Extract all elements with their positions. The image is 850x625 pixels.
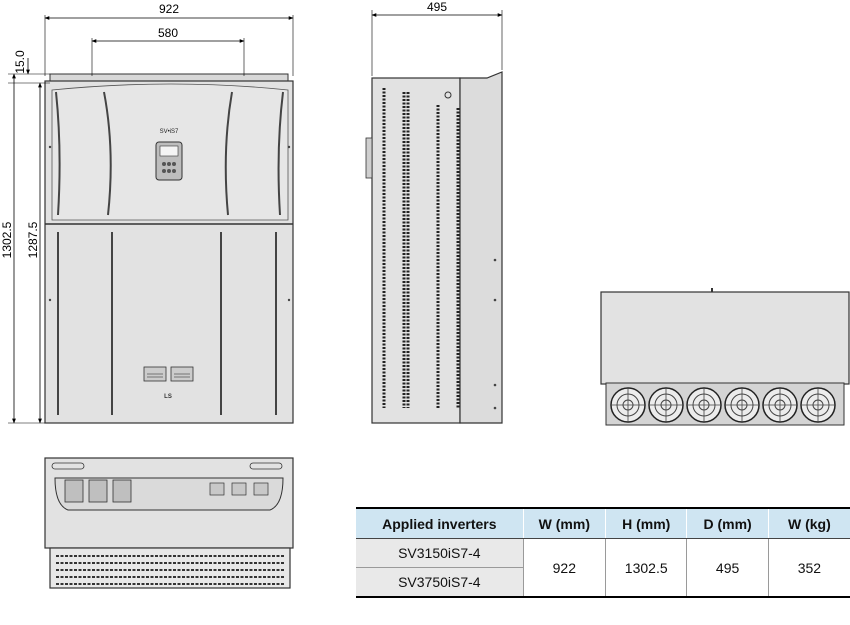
cooling-fan: [686, 387, 722, 423]
side-view-rear-section: [459, 71, 503, 424]
keypad-button: [162, 162, 166, 166]
keypad-display: [159, 145, 179, 157]
header-applied-inverters: Applied inverters: [356, 507, 524, 539]
bottom-vent-grille: [49, 547, 291, 589]
model-cell: SV3150iS7-4: [356, 538, 524, 568]
terminal-area: [54, 477, 284, 511]
keypad-button: [167, 162, 171, 166]
front-model-label: SV•iS7: [160, 129, 179, 135]
side-view-body: [371, 77, 461, 424]
cooling-fan: [648, 387, 684, 423]
depth-label: 495: [427, 0, 447, 14]
side-view: [365, 71, 503, 424]
mount-height-label: 1287.5: [26, 221, 40, 258]
front-rib: [277, 91, 284, 216]
table-header-row: Applied inverters W (mm) H (mm) D (mm) W…: [356, 507, 850, 539]
applied-inverters-table: Applied inverters W (mm) H (mm) D (mm) W…: [356, 507, 850, 598]
table-row: SV3750iS7-4: [356, 567, 850, 598]
top-offset-label: 15.0: [13, 50, 27, 74]
cooling-fan: [762, 387, 798, 423]
header-height: H (mm): [604, 507, 688, 539]
height-value: 1302.5: [604, 538, 688, 598]
weight-value: 352: [767, 538, 850, 598]
bottom-view: [44, 457, 294, 589]
top-view: [600, 288, 850, 426]
model-cell: SV3750iS7-4: [356, 567, 524, 598]
header-depth: D (mm): [686, 507, 769, 539]
cooling-fan: [724, 387, 760, 423]
keypad-button: [172, 162, 176, 166]
total-height-label: 1302.5: [0, 221, 14, 258]
width-value: 922: [522, 538, 606, 598]
keypad-button: [172, 169, 176, 173]
header-width: W (mm): [522, 507, 606, 539]
cooling-fan: [800, 387, 836, 423]
front-dimensions: 922 580 15.0 1302.5 1287.5: [0, 2, 294, 424]
side-dimensions: 495: [371, 0, 503, 76]
keypad-button: [162, 169, 166, 173]
mount-width-label: 580: [158, 26, 178, 40]
brand-logo: LS: [164, 394, 172, 400]
depth-value: 495: [686, 538, 769, 598]
top-view-body: [600, 291, 850, 385]
front-view: SV•iS7 LS: [44, 73, 294, 424]
front-rib: [103, 91, 112, 216]
keypad-button: [167, 169, 171, 173]
table-row: SV3150iS7-4 922 1302.5 495 352: [356, 538, 850, 598]
front-width-label: 922: [159, 2, 179, 16]
side-view-bracket: [365, 137, 373, 179]
front-rib: [55, 91, 61, 216]
cooling-fan: [610, 387, 646, 423]
front-rib: [224, 91, 233, 216]
header-weight: W (kg): [767, 507, 850, 539]
